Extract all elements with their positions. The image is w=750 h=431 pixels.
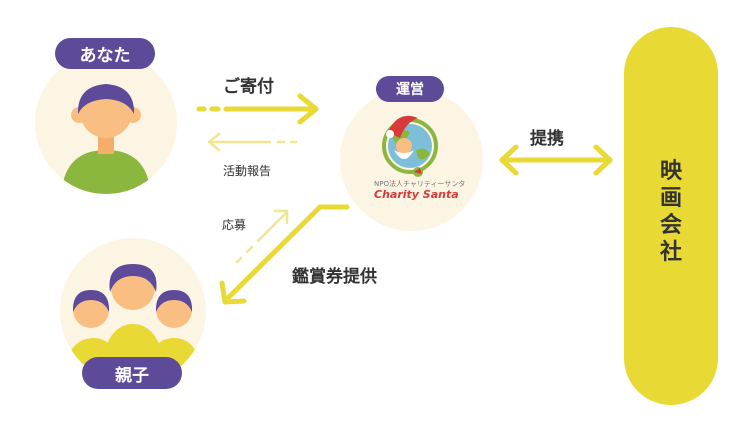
- movie-company-char-1: 映: [659, 159, 682, 184]
- operator-role-label: 運営: [396, 82, 424, 98]
- donation-arrow: [196, 93, 319, 125]
- apply-label: 応募: [222, 218, 247, 232]
- activity-report-arrow: [207, 132, 298, 152]
- charity-santa-logo-icon: [382, 115, 438, 177]
- ticket-offer-label: 鑑賞券提供: [292, 267, 377, 287]
- movie-company-char-4: 社: [659, 240, 682, 265]
- movie-company-char-3: 会: [659, 213, 682, 238]
- movie-company-label: 映 画 会 社: [624, 158, 718, 266]
- apply-arrow: [235, 209, 289, 264]
- activity-report-label: 活動報告: [223, 164, 272, 178]
- parent-child-label: 親子: [115, 365, 149, 386]
- logo-org-name: NPO法人チャリティーサンタ: [374, 180, 466, 188]
- partnership-label: 提携: [530, 129, 564, 149]
- movie-company-box: [624, 27, 718, 405]
- logo-brand-name: Charity Santa: [374, 188, 459, 201]
- partnership-arrow: [499, 144, 613, 176]
- operator-circle: NPO法人チャリティーサンタ Charity Santa: [340, 88, 483, 231]
- you-circle: [35, 52, 177, 194]
- parent-child-label-pill: 親子: [82, 357, 182, 389]
- you-label: あなた: [79, 46, 131, 66]
- you-label-pill: あなた: [55, 38, 155, 69]
- person-illustration: [61, 84, 151, 194]
- operator-role-pill: 運営: [376, 76, 444, 102]
- movie-company-char-2: 画: [659, 186, 682, 211]
- donation-label: ご寄付: [223, 77, 274, 97]
- ticket-offer-arrow: [219, 204, 350, 305]
